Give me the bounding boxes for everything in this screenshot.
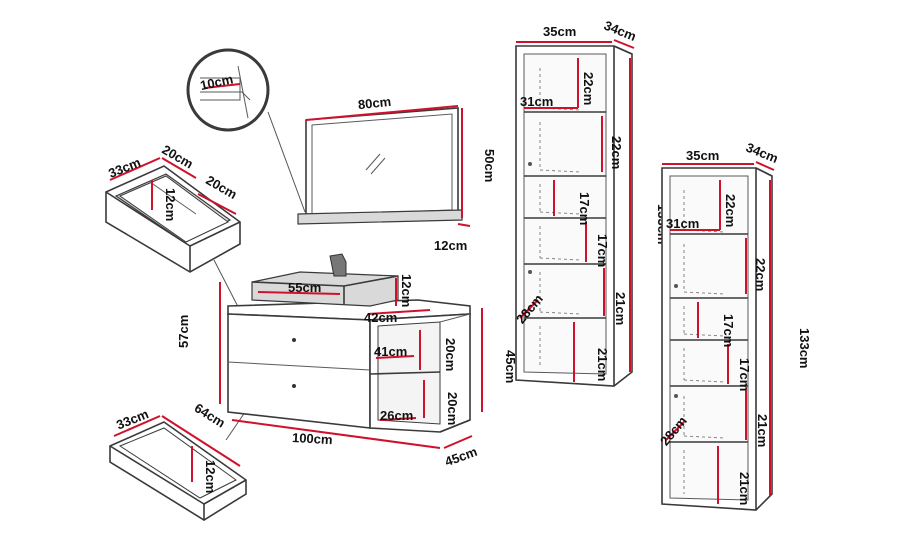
tall-2-depth-label: 34cm — [744, 140, 780, 166]
tall-2-shelf-1-label: 22cm — [723, 194, 738, 227]
tall-1-shelf-4-label: 17cm — [595, 234, 610, 267]
tall-2-shelf-5-label: 21cm — [755, 414, 770, 447]
tall-1-shelf-2-label: 22cm — [609, 136, 624, 169]
tall-1-shelf-5-label: 21cm — [613, 292, 628, 325]
tall-1-shelf-6-label: 21cm — [595, 348, 610, 381]
tall-1-inner-width-label: 31cm — [520, 94, 553, 109]
bottom-drawer-height-label: 12cm — [203, 460, 218, 493]
tall-2-shelf-2-label: 22cm — [753, 258, 768, 291]
mirror-width-label: 80cm — [357, 94, 392, 112]
vanity-width-label: 100cm — [292, 430, 333, 447]
mirror-shelf-depth-label: 12cm — [434, 238, 467, 253]
detail-magnifier: 10cm — [186, 48, 306, 213]
basin-depth-label: 42cm — [364, 310, 397, 325]
vanity-depth-label: 45cm — [443, 444, 479, 469]
bottom-drawer-depth-label: 64cm — [192, 400, 228, 430]
basin-width-label: 55cm — [288, 280, 321, 295]
tall-2-shelf-3-label: 17cm — [721, 314, 736, 347]
shelf-depth-label: 26cm — [380, 408, 413, 423]
top-drawer-width-label: 33cm — [106, 154, 142, 180]
shelf-height-top-label: 20cm — [443, 338, 458, 371]
vanity-cabinet: 55cm 12cm 42cm 57cm 100cm 45cm 45cm 41cm… — [176, 253, 518, 469]
tall-cabinet-1: 35cm 34cm 133cm 31cm 28cm 22cm 22cm 17cm… — [513, 18, 670, 387]
vanity-side-height-label: 45cm — [503, 350, 518, 383]
shelf-height-bottom-label: 20cm — [445, 392, 460, 425]
tall-1-shelf-3-label: 17cm — [577, 192, 592, 225]
top-drawer-inner-depth-label: 20cm — [203, 172, 239, 202]
detail-label: 10cm — [199, 71, 235, 93]
tall-2-shelf-6-label: 21cm — [737, 472, 752, 505]
tall-2-width-label: 35cm — [686, 148, 719, 163]
tall-2-shelf-4-label: 17cm — [737, 358, 752, 391]
mirror-height-label: 50cm — [482, 149, 497, 182]
top-drawer-inner-height-label: 12cm — [163, 188, 178, 221]
top-drawer: 33cm 20cm 20cm 12cm — [105, 142, 241, 273]
vanity-height-label: 57cm — [176, 315, 191, 348]
bottom-drawer: 33cm 64cm 12cm — [109, 400, 247, 521]
shelf-width-label: 41cm — [374, 344, 407, 359]
tall-1-shelf-1-label: 22cm — [581, 72, 596, 105]
tall-2-inner-width-label: 31cm — [666, 216, 699, 231]
tall-1-width-label: 35cm — [543, 24, 576, 39]
mirror: 80cm 50cm 12cm — [297, 94, 497, 253]
basin-height-label: 12cm — [399, 274, 414, 307]
tall-2-height-label: 133cm — [797, 328, 812, 368]
tall-1-depth-label: 34cm — [602, 18, 638, 44]
tall-cabinet-2: 35cm 34cm 133cm 31cm 28cm 22cm 22cm 17cm… — [657, 140, 812, 511]
